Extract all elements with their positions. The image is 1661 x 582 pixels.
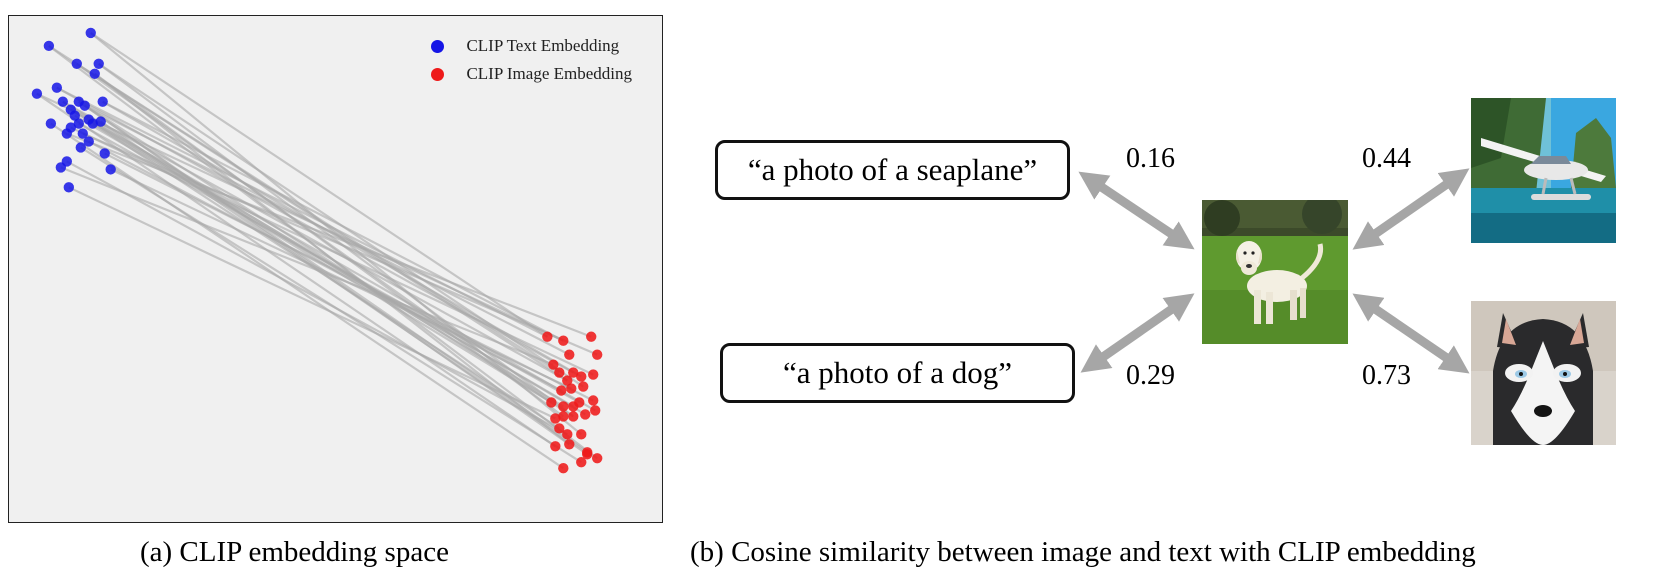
text-prompt-dog: “a photo of a dog”: [720, 343, 1075, 403]
connector-line: [102, 100, 564, 342]
image-embedding-point: [568, 411, 579, 422]
image-embedding-point: [566, 383, 577, 394]
image-embedding-point: [556, 385, 567, 396]
connector-line: [76, 62, 560, 374]
legend: CLIP Text Embedding CLIP Image Embedding: [431, 32, 632, 88]
image-embedding-point: [568, 367, 579, 378]
connector-line: [90, 32, 548, 338]
connector-line: [78, 100, 574, 418]
husky-photo: [1471, 301, 1616, 445]
embedding-space-panel: CLIP Text Embedding CLIP Image Embedding: [8, 15, 663, 523]
connector-line: [56, 86, 548, 338]
connector-line: [48, 45, 598, 460]
text-embedding-point: [31, 88, 43, 99]
image-embedding-point: [578, 381, 589, 392]
image-embedding-point: [542, 331, 553, 342]
image-embedding-point: [558, 463, 569, 474]
connector-line: [90, 32, 582, 436]
text-embedding-point: [85, 27, 96, 39]
image-embedding-point: [562, 429, 573, 440]
text-embedding-point: [77, 128, 88, 139]
caption-b: (b) Cosine similarity between image and …: [690, 536, 1476, 568]
text-embedding-point: [79, 100, 90, 111]
text-embedding-point: [63, 182, 75, 193]
text-embedding-point: [105, 164, 116, 175]
text-embedding-point: [71, 58, 82, 69]
text-embedding-point: [99, 148, 110, 159]
score-husky-image: 0.73: [1362, 360, 1411, 391]
image-embedding-point: [582, 449, 593, 460]
text-embedding-point: [83, 136, 94, 147]
score-seaplane-text: 0.16: [1126, 143, 1175, 174]
connector-line: [66, 160, 568, 436]
text-embedding-point: [87, 118, 98, 129]
image-embedding-point: [576, 371, 587, 382]
image-embedding-point: [550, 441, 561, 452]
arrow-husky-image-dog: [1352, 293, 1470, 374]
image-embedding-point: [548, 359, 559, 370]
connector-line: [98, 62, 574, 418]
text-embedding-point: [55, 162, 67, 173]
connector-line: [80, 146, 582, 464]
connector-line: [110, 168, 572, 390]
legend-item-image: CLIP Image Embedding: [431, 60, 632, 88]
seaplane-photo: [1471, 98, 1616, 243]
text-embedding-point: [89, 68, 100, 79]
text-embedding-point: [45, 118, 57, 129]
connector-line: [84, 104, 570, 446]
score-seaplane-image: 0.44: [1362, 143, 1411, 174]
image-embedding-point: [590, 405, 601, 416]
text-embedding-point: [93, 58, 104, 69]
image-embedding-point: [554, 367, 565, 378]
legend-item-text: CLIP Text Embedding: [431, 32, 632, 60]
image-embedding-point: [592, 453, 603, 464]
text-embedding-point: [65, 122, 76, 133]
image-embedding-point: [558, 411, 569, 422]
image-embedding-point: [558, 335, 569, 346]
connector-line: [82, 132, 598, 356]
text-embedding-point: [69, 110, 80, 121]
image-embedding-point: [580, 409, 591, 420]
image-embedding-point: [554, 423, 565, 434]
text-embedding-point: [43, 40, 55, 52]
arrow-dog-text-dog: [1080, 293, 1195, 373]
image-embedding-point: [550, 413, 561, 424]
legend-marker-text: [431, 39, 445, 53]
image-embedding-point: [576, 457, 587, 468]
arrow-seaplane-image-dog: [1352, 168, 1470, 250]
legend-label-text: CLIP Text Embedding: [466, 36, 620, 55]
image-embedding-point: [588, 369, 599, 380]
text-prompt-seaplane: “a photo of a seaplane”: [715, 140, 1070, 200]
image-embedding-point: [574, 397, 585, 408]
connector-line: [36, 92, 556, 448]
image-embedding-point: [564, 349, 575, 360]
image-embedding-point: [586, 331, 597, 342]
connector-line: [68, 186, 556, 420]
image-embedding-point: [546, 397, 557, 408]
text-embedding-point: [51, 82, 63, 93]
text-embedding-point: [95, 116, 106, 127]
legend-label-image: CLIP Image Embedding: [466, 64, 632, 83]
score-dog-text: 0.29: [1126, 360, 1175, 391]
text-embedding-point: [73, 118, 84, 129]
image-embedding-point: [592, 349, 603, 360]
embedding-scatter: [31, 27, 603, 474]
legend-marker-image: [431, 67, 445, 81]
caption-a: (a) CLIP embedding space: [140, 536, 449, 568]
image-embedding-point: [562, 375, 573, 386]
arrow-seaplane-text-dog: [1078, 171, 1195, 250]
image-embedding-point: [564, 439, 575, 450]
dog-photo: [1202, 200, 1348, 344]
image-embedding-point: [576, 429, 587, 440]
image-embedding-point: [558, 401, 569, 412]
text-embedding-point: [75, 142, 86, 153]
connector-line: [60, 166, 554, 366]
text-embedding-point: [97, 96, 108, 107]
text-embedding-point: [57, 96, 69, 107]
image-embedding-point: [588, 395, 599, 406]
connector-line: [70, 108, 552, 404]
